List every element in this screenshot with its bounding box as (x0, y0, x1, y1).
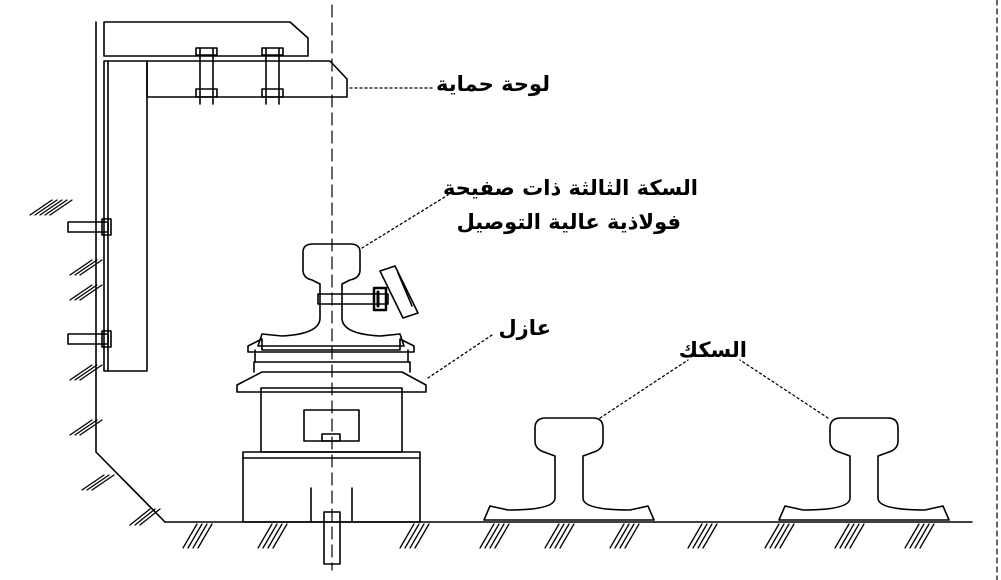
retaining-wall (95, 21, 166, 523)
protection-board (146, 60, 348, 98)
label-protection-board: لوحة حماية (436, 72, 550, 96)
running-rail-left (483, 417, 655, 521)
leader-rail-left (599, 359, 689, 419)
leader-third-rail (361, 194, 449, 249)
wall-anchor-lower (67, 330, 112, 348)
ground-hatching (182, 523, 935, 549)
wall-anchor-upper (67, 218, 112, 236)
conductive-plate-clamp (317, 265, 419, 319)
label-rails: السكك (678, 338, 747, 362)
third-rail (257, 243, 405, 347)
label-insulator: عازل (498, 316, 551, 340)
running-rail-right (778, 417, 950, 521)
leader-insulator (427, 334, 493, 379)
wall-hatching (29, 199, 161, 526)
vertical-support (103, 60, 148, 372)
board-bolt-right (261, 47, 284, 105)
leader-rail-right (739, 359, 829, 419)
leader-lines (349, 87, 829, 419)
board-bolt-left (195, 47, 218, 105)
label-third-rail-line2: فولاذية عالية التوصيل (456, 210, 681, 234)
label-third-rail-line1: السكة الثالثة ذات صفيحة (443, 176, 698, 200)
overhang-bracket (103, 21, 309, 57)
